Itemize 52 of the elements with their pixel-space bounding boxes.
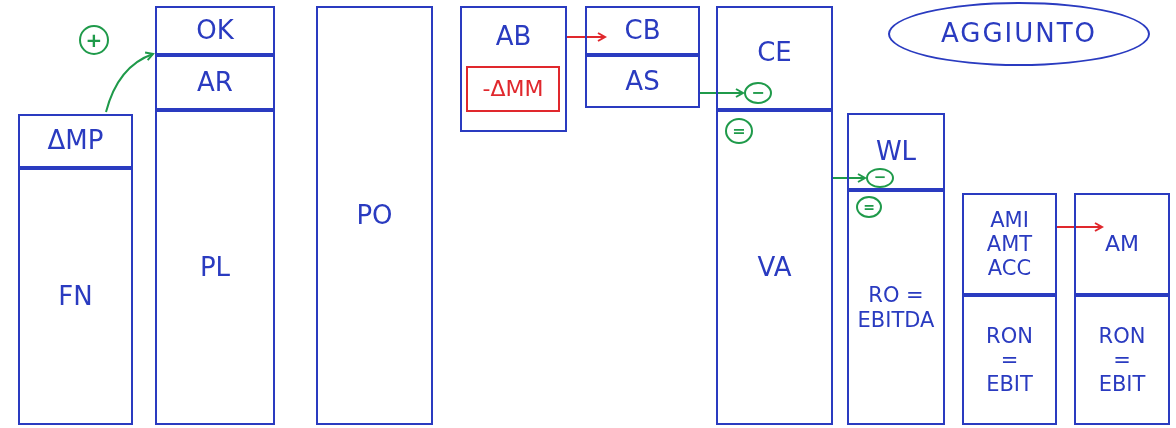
bar-segment [1074,295,1170,425]
node-label: AS [625,66,660,97]
node-label: -ΔMM [482,76,544,102]
node-label: CE [757,38,792,68]
node-label: AM [1105,231,1139,257]
node-label: FN [58,281,93,312]
node-label: RON = EBIT [1097,323,1147,397]
sign-circle [725,118,753,144]
node-label: AR [197,67,233,98]
sign-circle [866,168,894,188]
node-label: VA [757,252,792,283]
bar-segment [962,295,1057,425]
bar-segment [155,110,275,425]
bar-segment [18,168,133,425]
arrow [105,51,154,113]
bar-segment [316,6,433,425]
bar-segment [18,114,133,168]
bar-segment [962,193,1057,295]
edge-label: + [79,25,109,55]
node-label: − [873,169,887,187]
arrow [566,32,606,42]
node-label: AGGIUNTO [940,19,1098,49]
node-label: RON = EBIT [985,323,1034,397]
node-label: AB [495,22,532,52]
node-label: PL [199,252,231,283]
sign-circle [744,82,772,104]
arrow [832,173,866,183]
bar-segment [460,6,567,132]
bar-segment [847,113,945,190]
node-label: PO [356,200,393,231]
node-label: CB [624,15,661,46]
node-label: AMI AMT ACC [985,207,1034,281]
node-label: ΔMP [47,126,104,156]
sign-circle [856,196,882,218]
bar-segment [155,55,275,110]
bar-segment [716,110,833,425]
highlight-box [466,66,560,112]
bar-segment [585,55,700,108]
node-label: RO = EBITDA [856,283,936,332]
stamp-ellipse [888,2,1150,66]
bar-segment [1074,193,1170,295]
bar-segment [585,6,700,55]
node-label: = [863,198,875,216]
bar-segment [716,6,833,110]
node-label: OK [196,15,234,46]
node-label: WL [875,137,917,167]
arrow [699,88,744,98]
node-label: = [732,121,746,141]
node-label: − [751,83,765,103]
bar-segment [155,6,275,55]
bar-segment [847,190,945,425]
arrow [1054,222,1103,232]
